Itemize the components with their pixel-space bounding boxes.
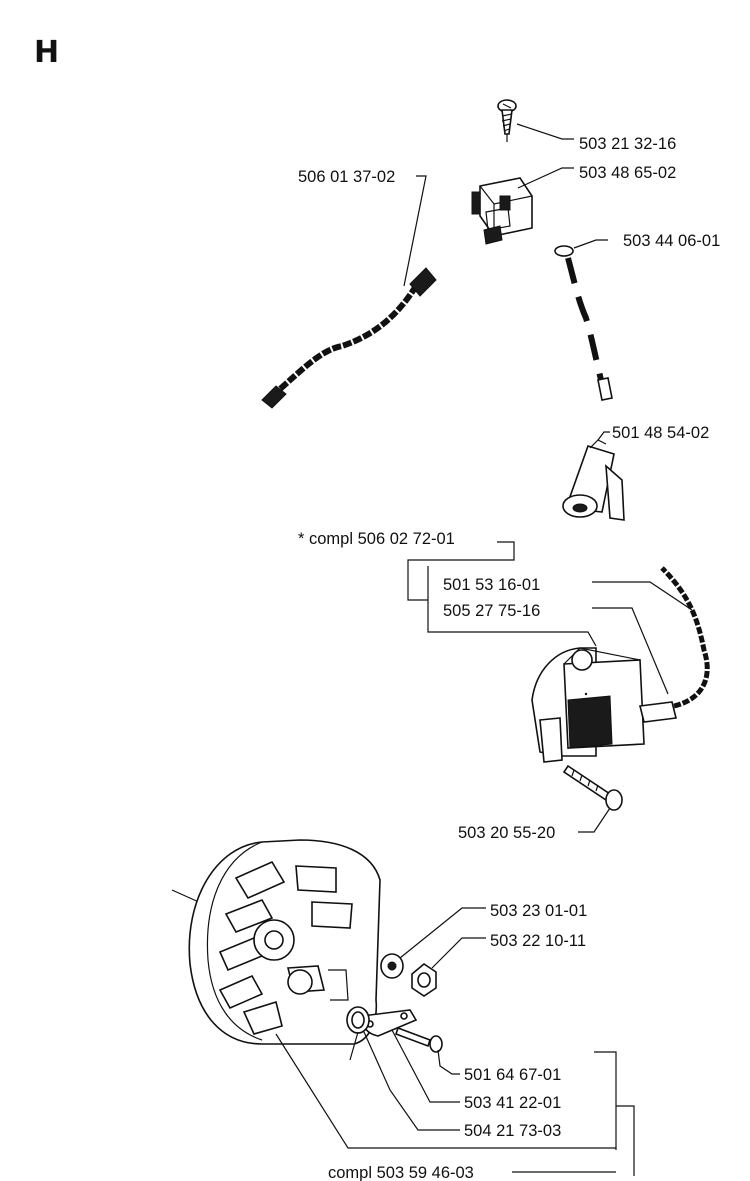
label-coil-b: 505 27 75-16 xyxy=(443,602,540,620)
spring-part xyxy=(346,1006,370,1061)
label-screw-top: 503 21 32-16 xyxy=(579,135,676,153)
label-pawl: 503 41 22-01 xyxy=(464,1094,561,1112)
label-terminal-block: 503 48 65-02 xyxy=(579,164,676,182)
label-plug-cap: 501 48 54-02 xyxy=(612,424,709,442)
plug-cap-part xyxy=(562,439,625,521)
flywheel-part xyxy=(171,839,381,1045)
label-nut: 503 22 10-11 xyxy=(490,932,586,950)
label-cable-left: 506 01 37-02 xyxy=(298,168,395,186)
cable-left-part xyxy=(261,267,437,409)
label-coil-screw: 503 20 55-20 xyxy=(458,824,555,842)
label-compl-flywheel: compl 503 59 46-03 xyxy=(328,1164,474,1181)
label-spring-lead: 503 44 06-01 xyxy=(623,232,720,250)
label-compl-ignition: * compl 506 02 72-01 xyxy=(298,530,455,548)
label-coil-a: 501 53 16-01 xyxy=(443,576,540,594)
nut-part xyxy=(411,963,437,997)
washer-part xyxy=(380,953,404,979)
label-spring: 504 21 73-03 xyxy=(464,1122,561,1140)
spring-lead-part xyxy=(554,245,613,401)
coil-screw-part xyxy=(562,764,623,811)
terminal-block-part xyxy=(471,177,533,245)
label-pawl-screw: 501 64 67-01 xyxy=(464,1066,561,1084)
ignition-coil-part xyxy=(531,566,710,763)
screw-top-part xyxy=(497,99,517,142)
label-washer: 503 23 01-01 xyxy=(490,902,587,920)
pawl-screw-part xyxy=(394,1026,443,1053)
section-letter: H xyxy=(34,35,59,70)
